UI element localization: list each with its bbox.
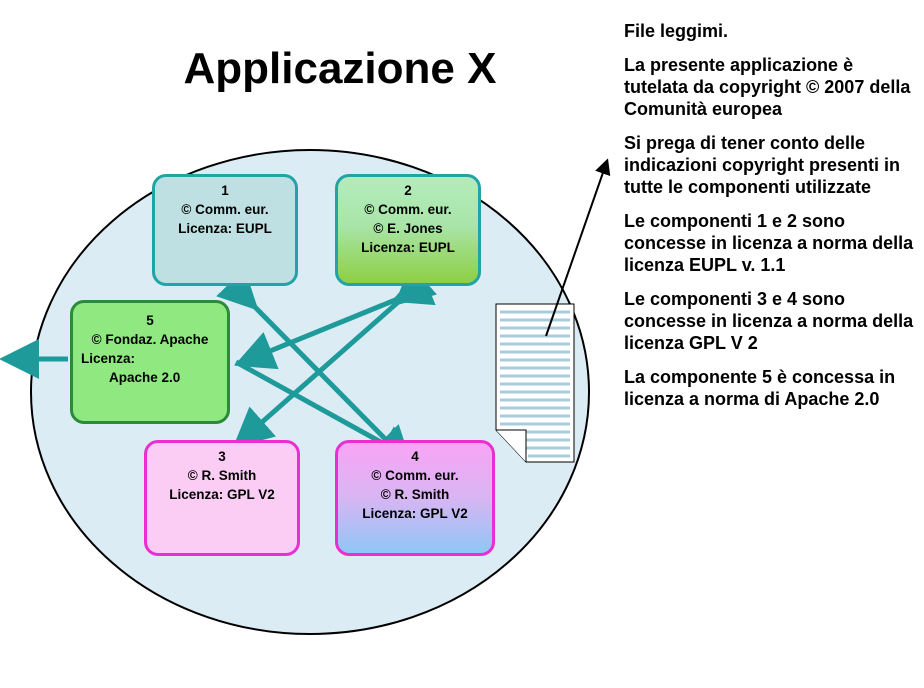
component-box-3: 3 © R. Smith Licenza: GPL V2 xyxy=(144,440,300,556)
component-3-license: Licenza: GPL V2 xyxy=(169,487,275,502)
component-2-license: Licenza: EUPL xyxy=(361,240,455,255)
component-box-5: 5 © Fondaz. Apache Licenza: Apache 2.0 xyxy=(70,300,230,424)
component-4-copyright-2: © R. Smith xyxy=(380,487,450,502)
dependency-arrows xyxy=(0,264,437,467)
readme-gpl-note: Le componenti 3 e 4 sono concesse in lic… xyxy=(624,289,914,353)
readme-eupl-note: Le componenti 1 e 2 sono concesse in lic… xyxy=(624,211,914,275)
component-5-copyright: © Fondaz. Apache xyxy=(91,332,209,347)
component-5-license-label: Licenza: xyxy=(81,351,136,366)
component-box-2: 2 © Comm. eur. © E. Jones Licenza: EUPL xyxy=(335,174,481,286)
component-box-4: 4 © Comm. eur. © R. Smith Licenza: GPL V… xyxy=(335,440,495,556)
readme-copyright-note: La presente applicazione è tutelata da c… xyxy=(624,55,911,119)
component-4-copyright: © Comm. eur. xyxy=(371,468,459,483)
component-4-license: Licenza: GPL V2 xyxy=(362,506,468,521)
readme-attention-note: Si prega di tener conto delle indicazion… xyxy=(624,133,901,197)
component-1-license: Licenza: EUPL xyxy=(178,221,272,236)
component-5-license: Apache 2.0 xyxy=(109,370,181,385)
component-5-number: 5 xyxy=(146,313,154,328)
component-2-copyright-2: © E. Jones xyxy=(373,221,443,236)
readme-document-icon xyxy=(495,303,575,463)
component-2-number: 2 xyxy=(404,183,412,198)
component-3-number: 3 xyxy=(218,449,226,464)
readme-heading: File leggimi. xyxy=(624,21,729,41)
component-3-copyright: © R. Smith xyxy=(187,468,257,483)
component-4-number: 4 xyxy=(411,449,419,464)
readme-pointer-arrow xyxy=(545,158,611,337)
arrow-2-5 xyxy=(234,268,436,370)
component-box-1: 1 © Comm. eur. Licenza: EUPL xyxy=(152,174,298,286)
readme-apache-note: La componente 5 è concessa in licenza a … xyxy=(624,367,896,409)
application-title: Applicazione X xyxy=(183,44,497,93)
readme-notes: File leggimi. La presente applicazione è… xyxy=(624,20,920,422)
component-1-copyright: © Comm. eur. xyxy=(181,202,269,217)
component-1-number: 1 xyxy=(221,183,229,198)
component-2-copyright: © Comm. eur. xyxy=(364,202,452,217)
